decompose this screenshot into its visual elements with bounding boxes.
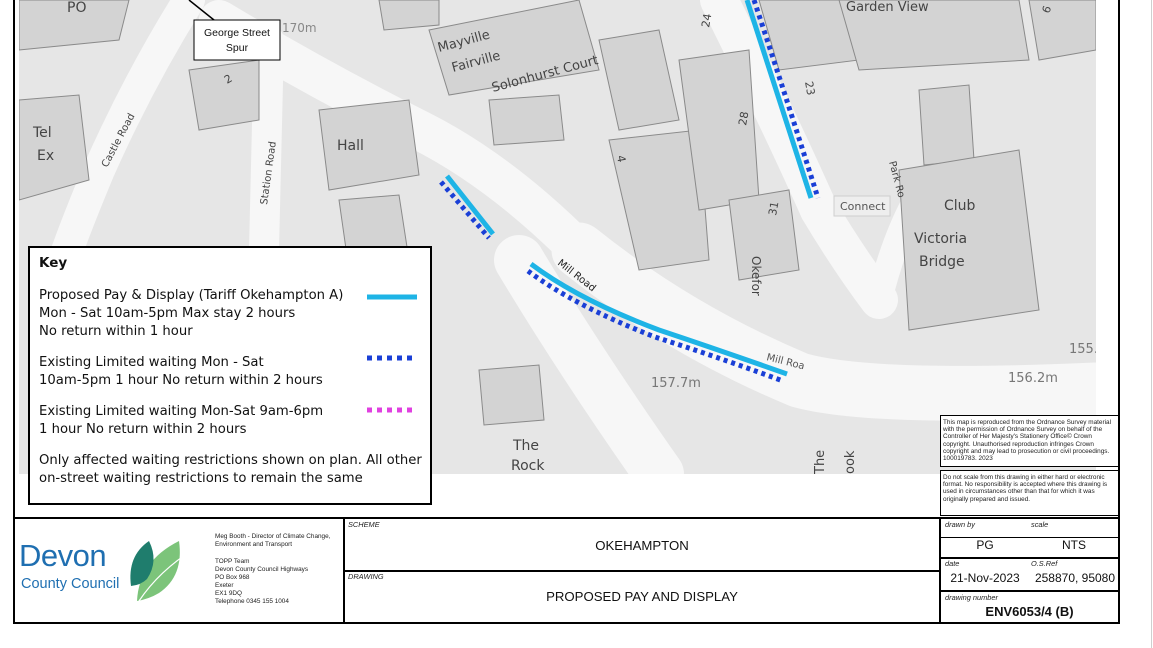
label-spot-170: 170m	[282, 21, 317, 35]
disclaimer-notice: Do not scale from this drawing in either…	[940, 470, 1119, 516]
leaf-icon	[130, 541, 195, 602]
label-club: Club	[944, 198, 976, 214]
os-ref-label: O.S.Ref	[1031, 559, 1058, 568]
logo-devon-text: Devon	[19, 538, 107, 573]
map-frame-left	[13, 0, 15, 519]
label-connect: Connect	[840, 200, 886, 213]
restriction-lines	[439, 0, 821, 384]
label-hall: Hall	[337, 138, 364, 154]
scale-label: scale	[1031, 520, 1049, 529]
label-4: 4	[614, 154, 628, 163]
map-frame-right	[1118, 0, 1120, 519]
author: Meg Booth - Director of Climate Change, …	[215, 533, 331, 548]
label-po: PO	[67, 0, 86, 16]
label-6: 6	[1040, 4, 1055, 15]
tb-divider-h4	[941, 590, 1118, 592]
label-31: 31	[766, 200, 781, 216]
drawing-number-value: ENV6053/4 (B)	[985, 604, 1074, 619]
label-rock: Rock	[511, 458, 545, 474]
page-edge-right	[1151, 0, 1152, 648]
pay-display-line-1	[445, 174, 495, 236]
label-bridge: Bridge	[919, 254, 965, 270]
key-title: Key	[39, 255, 68, 271]
key-item-pay-display: Proposed Pay & Display (Tariff Okehampto…	[39, 288, 344, 339]
label-spur: Spur	[226, 42, 249, 54]
map-key: Key Proposed Pay & Display (Tariff Okeha…	[28, 246, 432, 505]
copyright-notice: This map is reproduced from the Ordnance…	[940, 415, 1119, 467]
label-nook: ook	[843, 450, 858, 474]
label-24: 24	[699, 12, 714, 28]
label-victoria: Victoria	[914, 231, 967, 247]
key-item-limited-waiting-alt: Existing Limited waiting Mon-Sat 9am-6pm…	[39, 404, 324, 437]
pay-display-line-3	[744, 0, 814, 199]
limited-waiting-symbol	[367, 355, 417, 361]
label-george-street: George Street	[204, 27, 270, 39]
pay-display-symbol	[367, 294, 417, 300]
connect-badge	[833, 195, 891, 217]
address: TOPP Team Devon County Council Highways …	[215, 558, 309, 605]
buildings	[19, 0, 1096, 426]
scale-value: NTS	[1062, 538, 1086, 552]
key-note: Only affected waiting restrictions shown…	[39, 453, 422, 486]
drawing-value: PROPOSED PAY AND DISPLAY	[546, 589, 738, 604]
label-the: The	[512, 438, 539, 454]
label-the-2: The	[813, 450, 828, 474]
drawn-by-value: PG	[976, 538, 994, 552]
drawn-by-label: drawn by	[945, 520, 975, 529]
date-label: date	[945, 559, 960, 568]
os-ref-value: 258870, 95080	[1034, 571, 1116, 585]
label-28: 28	[736, 110, 751, 126]
scheme-label: SCHEME	[348, 520, 380, 529]
limited-waiting-alt-symbol	[367, 407, 417, 413]
label-okefor: Okefor	[749, 256, 763, 296]
dcc-logo: Devon County Council	[19, 531, 204, 611]
date-value: 21-Nov-2023	[950, 571, 1020, 585]
label-spot-155: 155.	[1069, 342, 1096, 357]
drawing-number-label: drawing number	[945, 593, 998, 602]
key-item-limited-waiting: Existing Limited waiting Mon - Sat 10am-…	[39, 355, 323, 388]
label-23: 23	[802, 80, 817, 96]
title-block: Devon County Council Meg Booth - Directo…	[13, 517, 1120, 624]
drawing-label: DRAWING	[348, 572, 384, 581]
label-spot-157: 157.7m	[651, 376, 701, 391]
tb-divider-h1	[345, 570, 939, 572]
logo-county-council-text: County Council	[21, 576, 120, 592]
tb-divider-2	[939, 519, 941, 622]
scheme-value: OKEHAMPTON	[595, 538, 689, 553]
pay-display-line-2	[529, 261, 788, 377]
tb-divider-h2	[941, 537, 1118, 538]
tb-divider-h3	[941, 557, 1118, 559]
label-tel: Tel	[32, 125, 52, 141]
george-street-spur-callout: George Street Spur	[188, 0, 281, 61]
tb-divider-1	[343, 519, 345, 622]
label-garden-view: Garden View	[846, 0, 929, 15]
label-ex: Ex	[37, 148, 54, 164]
limited-waiting-line-3	[751, 0, 821, 199]
label-spot-156: 156.2m	[1008, 371, 1058, 386]
